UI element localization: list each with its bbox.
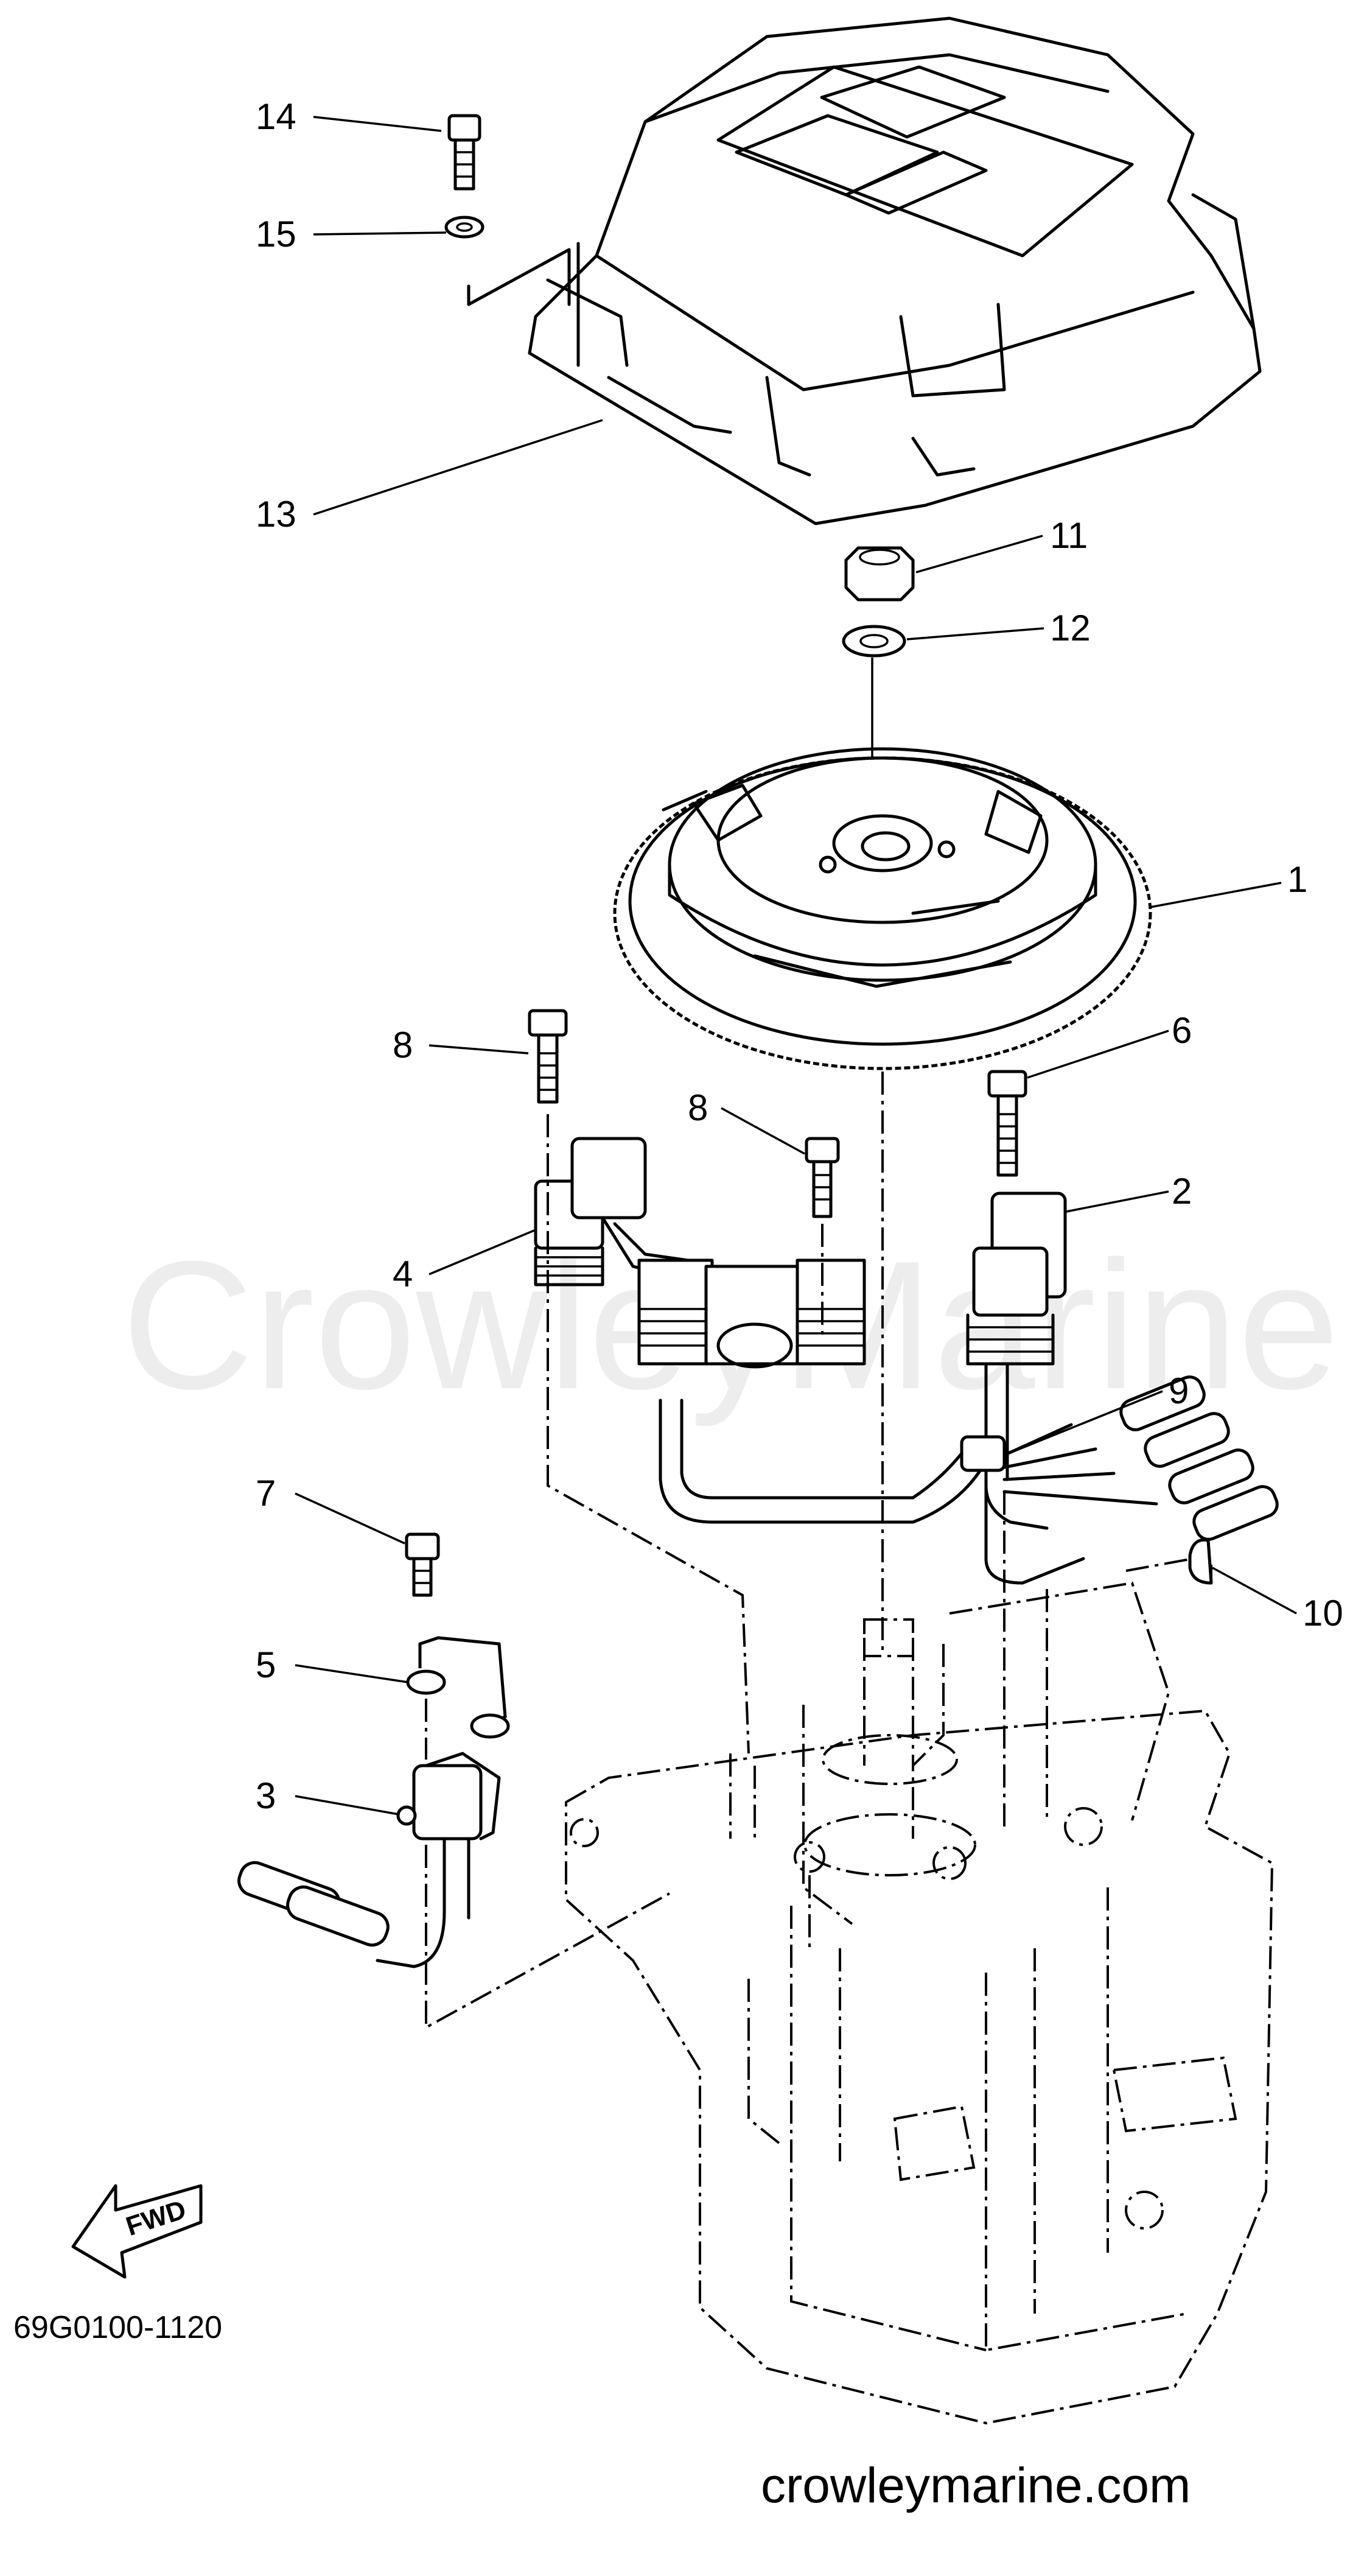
callout-1: 1 [1287,859,1307,900]
powerhead-part [565,1581,1274,2425]
fwd-arrow-icon: FWD [71,2184,203,2279]
callout-11: 11 [1050,515,1088,556]
callout-10: 10 [1303,1593,1343,1634]
flywheel-cover-part [528,16,1262,525]
callout-3: 3 [256,1775,276,1816]
callout-12: 12 [1050,608,1091,648]
flywheel-nut-part [844,546,915,602]
pulser-bracket-part [406,1636,510,1739]
callout-14: 14 [256,96,296,137]
flywheel-part [613,747,1152,1070]
callout-2: 2 [1172,1171,1192,1212]
callout-13: 13 [256,494,296,535]
coil-assembly-part [534,1137,988,1524]
wire-clamp-part [960,1375,1279,1585]
flywheel-key-part [1188,1538,1213,1585]
coil-bolt-left-part [528,1009,568,1104]
coil-bolt-right-part [805,1137,840,1218]
callout-7: 7 [256,1473,276,1514]
leader-lines [295,116,1297,1816]
callout-15: 15 [256,214,296,254]
callout-5: 5 [256,1644,276,1685]
flywheel-washer-part [842,625,906,658]
callout-8-left: 8 [393,1025,413,1065]
callout-4: 4 [393,1254,413,1294]
exciter-bolt-part [987,1070,1027,1177]
diagram-code: 69G0100-1120 [13,2310,222,2345]
pulser-screw-part [405,1532,440,1597]
cover-washer-part [444,216,484,239]
site-footer[interactable]: crowleymarine.com [761,2458,1191,2513]
callout-9: 9 [1169,1370,1189,1411]
cover-bolt-part [447,114,481,191]
callout-6: 6 [1172,1010,1192,1051]
pulser-coil-part [237,1752,501,1968]
callout-8-right: 8 [688,1087,708,1128]
